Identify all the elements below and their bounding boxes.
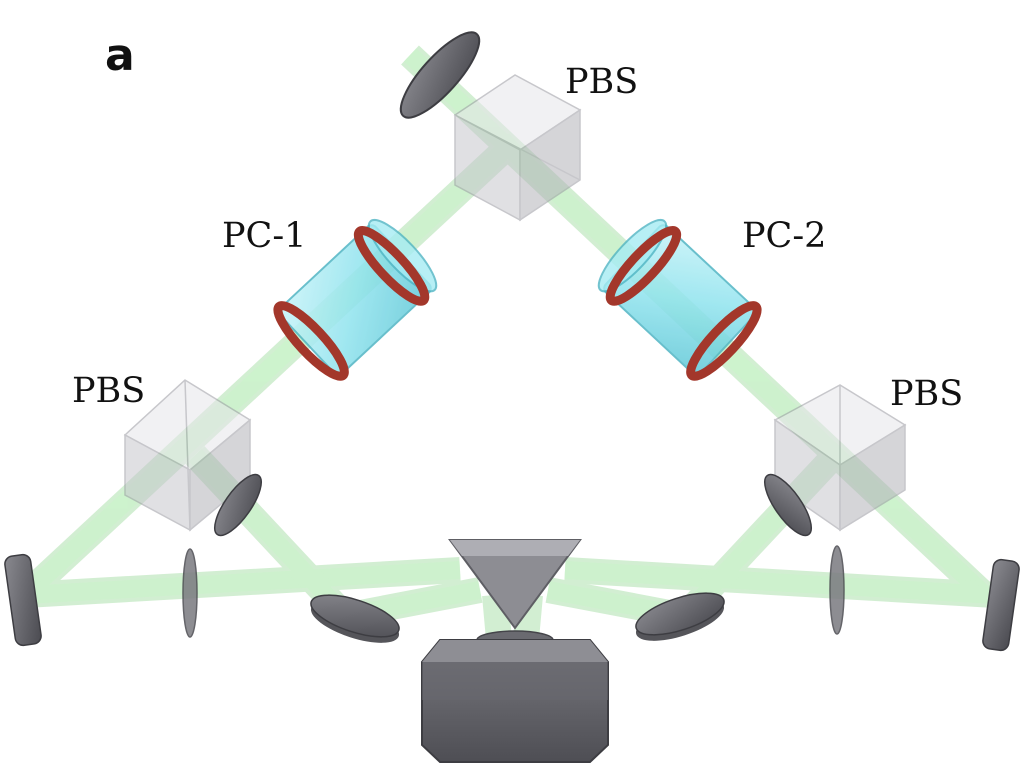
pockels-cell-pc1 (273, 218, 438, 381)
disc-left-pbs (214, 473, 262, 537)
label-pc2: PC-2 (742, 216, 826, 256)
label-pbs-right: PBS (890, 374, 963, 414)
lens-left (182, 548, 198, 638)
pockels-cell-pc2 (597, 218, 762, 381)
label-pbs-top: PBS (565, 62, 638, 102)
mirror-right-end (982, 558, 1020, 652)
disc-right-pbs (764, 473, 812, 537)
pbs-cube-top (453, 74, 582, 222)
lens-right (829, 545, 845, 635)
mirror-bottom-right (635, 592, 725, 641)
pbs-cube-left (123, 379, 252, 532)
detector-camera (421, 630, 609, 763)
pbs-cube-right (773, 384, 907, 532)
mirror-left-end (4, 553, 42, 647)
panel-label: a (105, 30, 135, 81)
mirror-bottom-left (310, 594, 400, 643)
top-mirror (399, 31, 481, 119)
label-pbs-left: PBS (72, 371, 145, 411)
prism (448, 539, 582, 630)
label-pc1: PC-1 (222, 216, 306, 256)
